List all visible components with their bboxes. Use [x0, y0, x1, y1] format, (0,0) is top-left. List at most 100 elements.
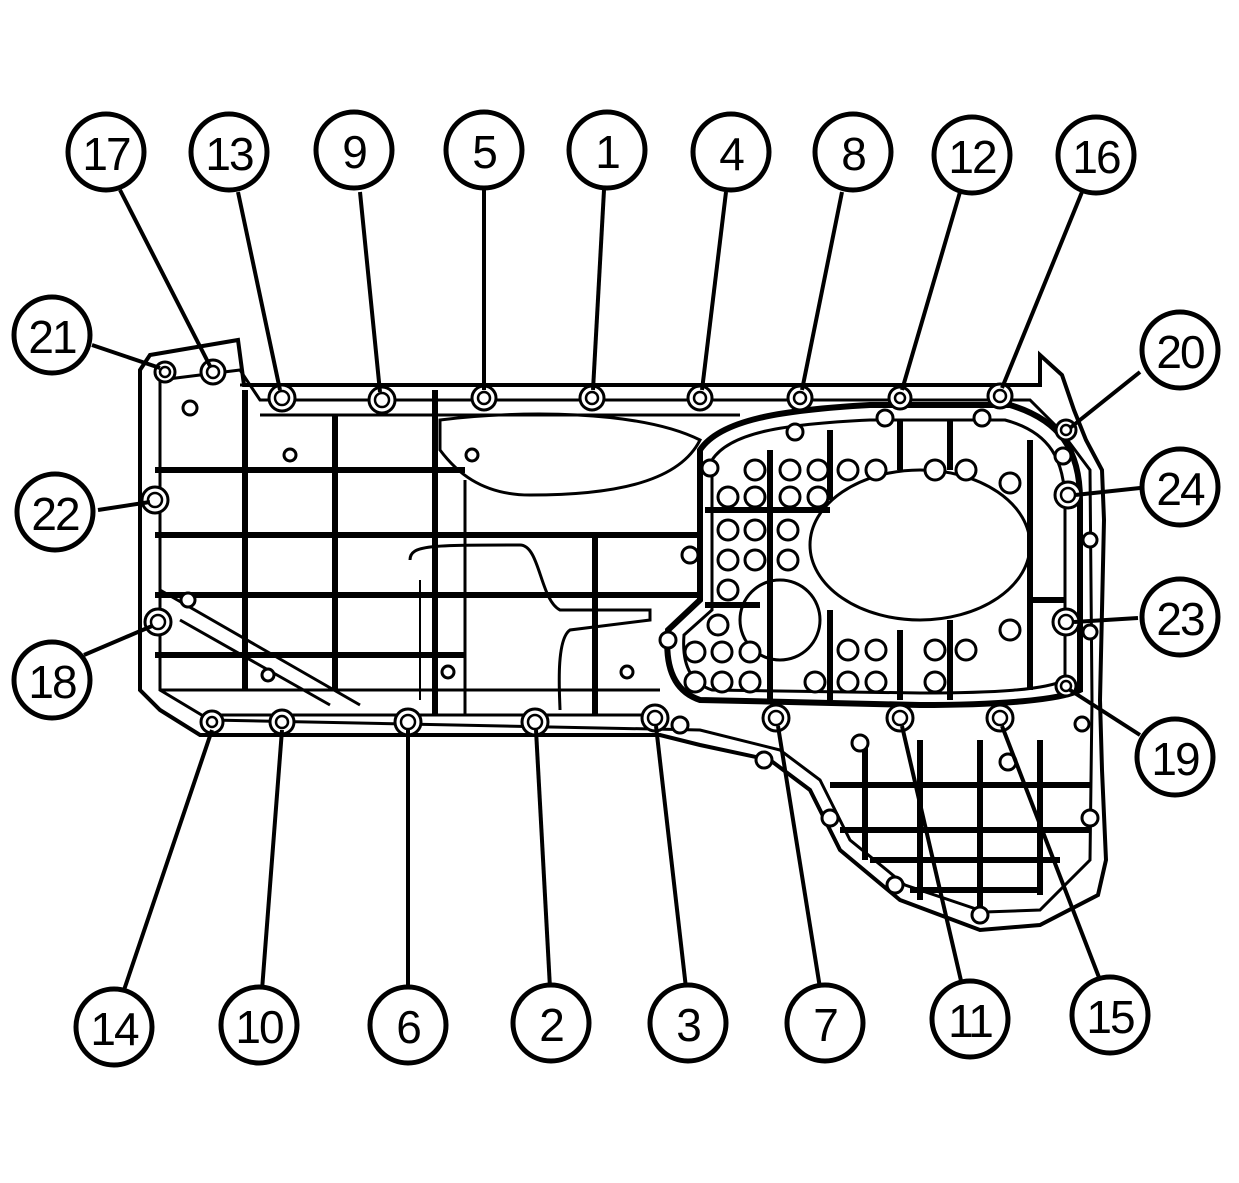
leader-3 [654, 725, 688, 989]
pan-round-boss [738, 578, 822, 662]
bolt-16 [986, 382, 1014, 410]
bolt-22 [140, 485, 170, 515]
callout-label: 6 [396, 1001, 420, 1053]
leader-22 [97, 500, 151, 512]
callout-label: 11 [948, 995, 992, 1047]
callout-label: 24 [1156, 463, 1205, 515]
oil-pan [138, 337, 1109, 933]
pan-bolts [140, 358, 1083, 737]
leader-lines [83, 189, 1142, 991]
callout-13: 13 [188, 111, 270, 193]
callout-label: 16 [1072, 131, 1120, 183]
pan-left-grid [155, 390, 703, 715]
callout-label: 23 [1156, 593, 1204, 645]
callout-14: 14 [73, 986, 155, 1068]
bolt-14 [199, 709, 225, 735]
callout-label: 21 [28, 311, 76, 363]
callout-label: 5 [472, 126, 496, 178]
leader-15 [1000, 725, 1102, 981]
leader-10 [260, 729, 284, 991]
leader-23 [1073, 616, 1139, 624]
leader-14 [122, 729, 214, 991]
bolt-9 [367, 385, 397, 415]
leader-21 [91, 343, 161, 370]
callout-8: 8 [812, 111, 894, 193]
callout-16: 16 [1055, 114, 1137, 196]
pan-outer-flange [138, 337, 1109, 933]
callout-label: 14 [90, 1003, 139, 1055]
bolt-3 [640, 703, 670, 733]
bolt-6 [393, 707, 423, 737]
leader-9 [358, 191, 382, 393]
callout-label: 22 [31, 488, 79, 540]
bolt-13 [267, 383, 297, 413]
callout-2: 2 [510, 982, 592, 1064]
leader-12 [900, 191, 962, 391]
bolt-15 [985, 703, 1015, 733]
leader-19 [1068, 688, 1142, 737]
callout-23: 23 [1139, 576, 1221, 658]
callout-1: 1 [566, 109, 648, 191]
callout-label: 3 [676, 999, 700, 1051]
callout-label: 10 [235, 1001, 283, 1053]
pan-small-fasteners [179, 399, 1100, 925]
callout-10: 10 [218, 984, 300, 1066]
callout-4: 4 [690, 111, 772, 193]
leader-11 [900, 725, 964, 986]
callout-19: 19 [1134, 716, 1216, 798]
callout-17: 17 [65, 111, 147, 193]
bolt-4 [686, 384, 714, 412]
leader-13 [236, 191, 282, 391]
leader-4 [700, 191, 728, 391]
bolt-11 [885, 703, 915, 733]
callout-11: 11 [929, 978, 1011, 1060]
leader-17 [118, 189, 212, 367]
leader-1 [591, 189, 606, 391]
callout-label: 17 [82, 128, 130, 180]
callout-20: 20 [1139, 309, 1221, 391]
bolt-8 [786, 384, 814, 412]
callout-label: 2 [539, 999, 563, 1051]
callout-12: 12 [931, 114, 1013, 196]
callout-label: 1 [595, 126, 619, 178]
callout-label: 9 [342, 126, 366, 178]
callout-21: 21 [11, 294, 93, 376]
bolt-23 [1051, 607, 1081, 637]
bolt-21 [153, 360, 177, 384]
leader-7 [776, 725, 822, 989]
bolt-18 [143, 607, 173, 637]
callout-5: 5 [443, 109, 525, 191]
leader-18 [83, 624, 153, 657]
callout-7: 7 [784, 982, 866, 1064]
callout-label: 12 [948, 131, 996, 183]
leader-8 [800, 191, 844, 391]
callout-15: 15 [1069, 974, 1151, 1056]
leader-20 [1068, 370, 1142, 430]
leader-16 [1000, 191, 1084, 389]
pan-raised-oval [808, 468, 1032, 622]
callout-label: 4 [719, 128, 744, 180]
callout-label: 19 [1151, 733, 1199, 785]
callout-label: 15 [1086, 991, 1134, 1043]
callout-label: 8 [841, 128, 865, 180]
callout-label: 13 [205, 128, 253, 180]
bolt-20 [1054, 418, 1078, 442]
callout-label: 7 [813, 999, 837, 1051]
bolt-12 [887, 385, 913, 411]
callout-24: 24 [1139, 446, 1221, 528]
callouts: 17 13 9 5 1 4 8 12 16 21 20 22 24 18 23 … [11, 109, 1221, 1068]
callout-label: 18 [28, 656, 76, 708]
bolt-17 [199, 358, 227, 386]
bolt-7 [761, 703, 791, 733]
callout-label: 20 [1156, 326, 1204, 378]
callout-3: 3 [647, 982, 729, 1064]
callout-22: 22 [14, 471, 96, 553]
leader-24 [1074, 486, 1141, 497]
callout-6: 6 [367, 984, 449, 1066]
bolt-2 [520, 707, 550, 737]
pan-lower-sump-grid [830, 740, 1090, 910]
pan-right-grid [705, 420, 1065, 700]
callout-9: 9 [313, 109, 395, 191]
pan-holes [260, 447, 1022, 772]
